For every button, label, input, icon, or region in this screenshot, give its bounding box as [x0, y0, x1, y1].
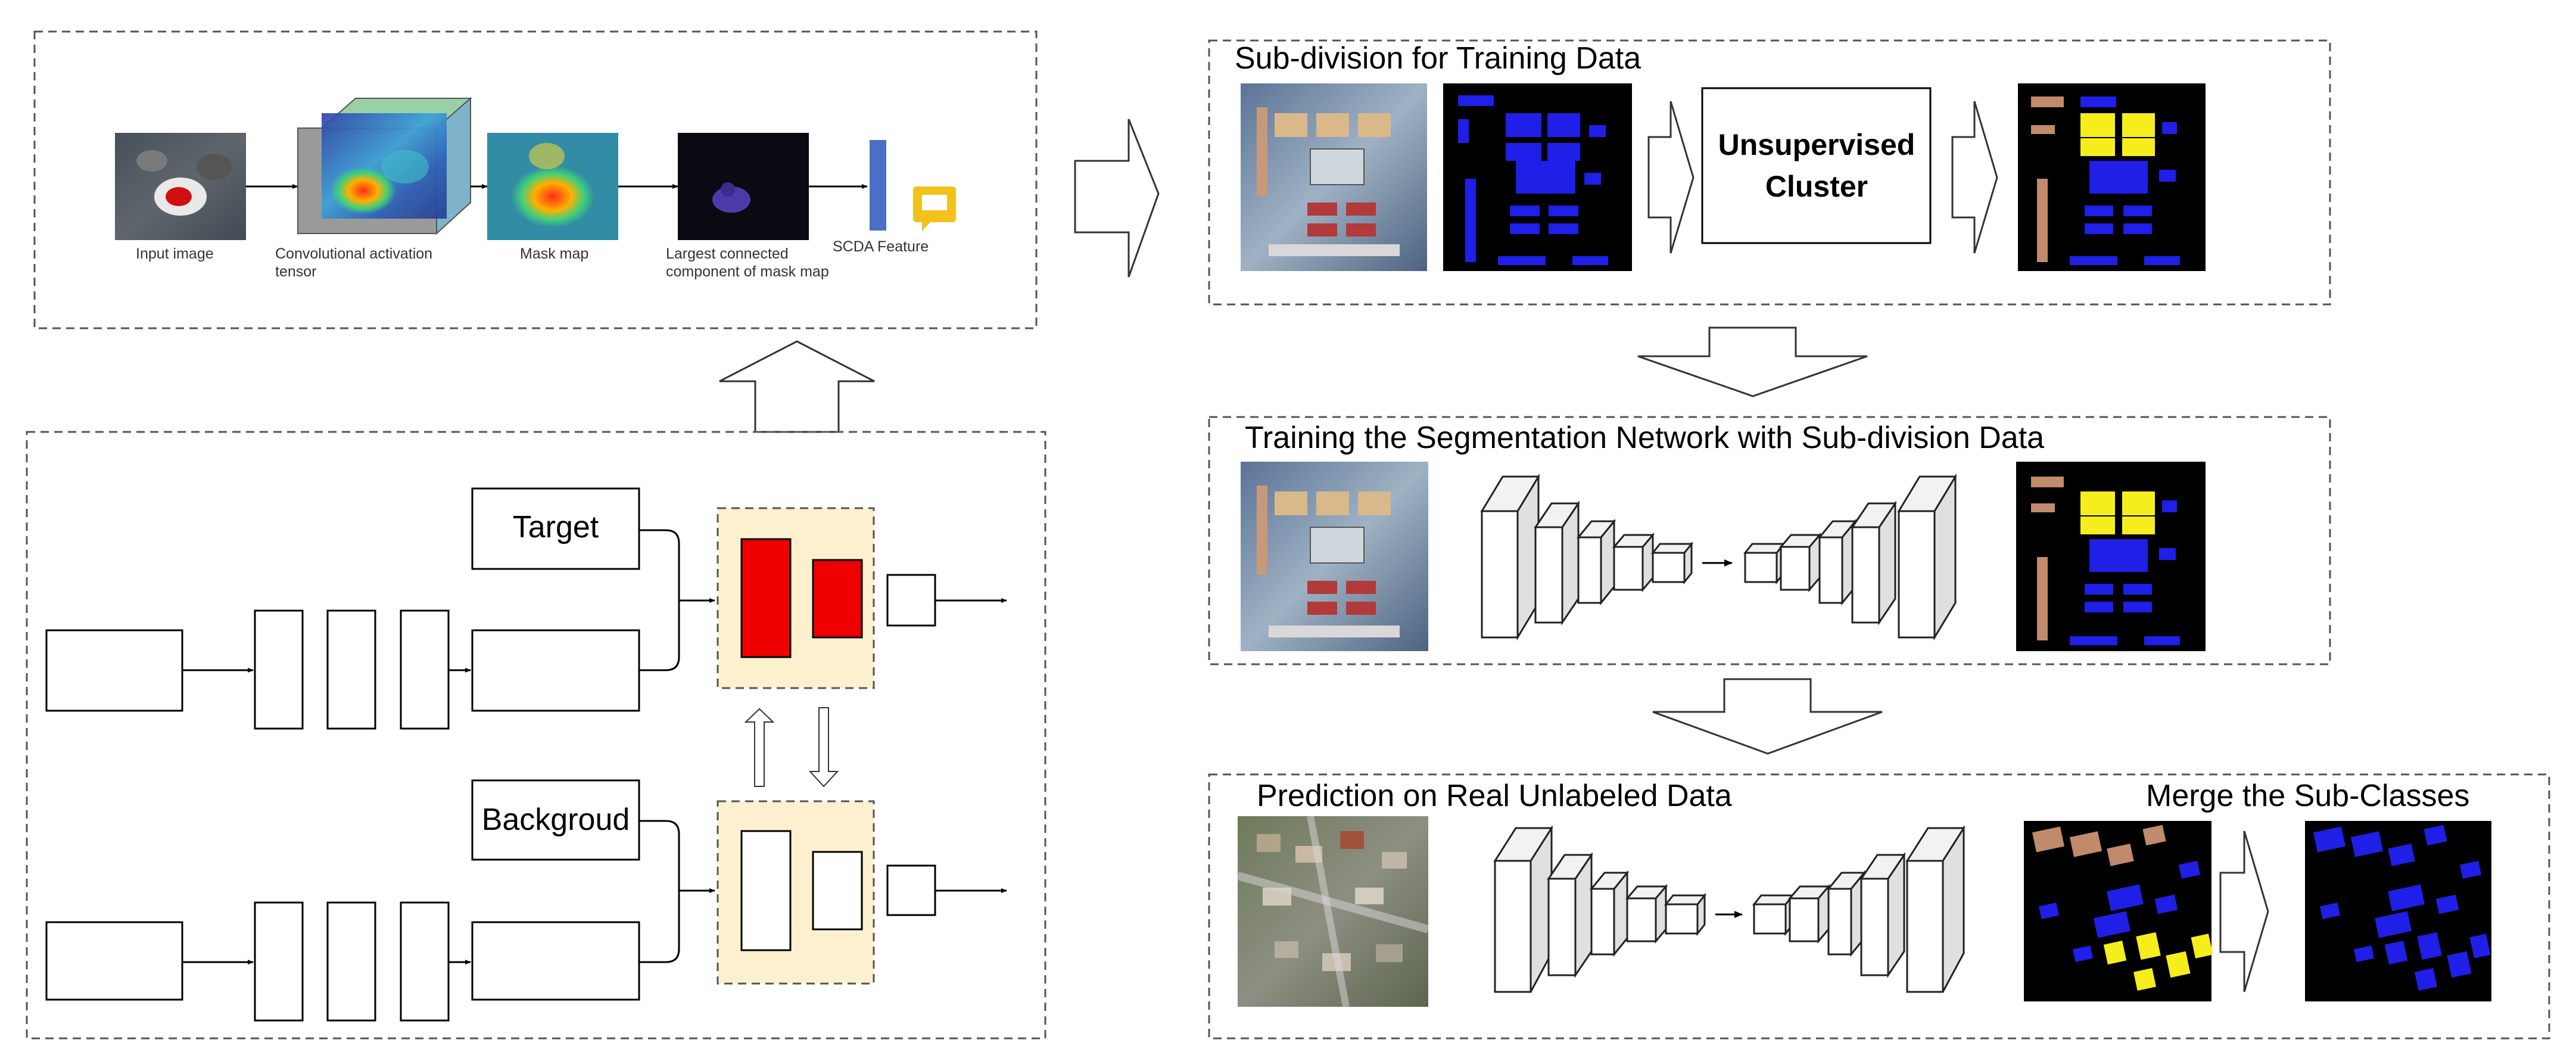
output-box-lower: [886, 864, 936, 916]
feature-box-lower: [471, 921, 640, 1001]
aerial-image-segmentation: [1241, 462, 1428, 651]
prediction-panel-border: [1208, 773, 2550, 1040]
target-box: [471, 487, 640, 570]
mask-subclass-prediction: [2024, 821, 2213, 1001]
feature-network-panel: Target Backgroud: [26, 431, 1046, 1040]
subdivision-panel: Sub-division for Training Data: [1208, 39, 2331, 306]
connected-component-image: [678, 133, 809, 240]
mask-merged-result: [2305, 821, 2491, 1001]
scda-feature-label: SCDA Feature: [833, 238, 929, 255]
activation-label-line2: tensor: [275, 263, 316, 280]
background-feature-large: [740, 830, 792, 951]
mask-training-result: [2016, 462, 2206, 651]
mask-before-cluster: [1443, 83, 1632, 271]
subdivision-title: Sub-division for Training Data: [1235, 41, 1641, 76]
prediction-network-cubes: [1493, 824, 1966, 993]
prediction-title: Prediction on Real Unlabeled Data: [1257, 779, 1732, 813]
prediction-panel: Prediction on Real Unlabeled Data Merge …: [1208, 773, 2550, 1040]
arrow-to-cluster: [1647, 101, 1695, 254]
input-box-upper: [45, 629, 183, 712]
conv-layer-upper-2: [326, 609, 376, 730]
mask-after-cluster: [2018, 83, 2206, 271]
subdivision-panel-border: [1208, 39, 2331, 306]
mask-map-label: Mask map: [520, 245, 588, 262]
cluster-label-line1: Unsupervised: [1718, 128, 1915, 161]
connected-label-line2: component of mask map: [666, 263, 829, 280]
mask-map-image: [487, 133, 618, 240]
unsupervised-cluster-box: [1701, 87, 1932, 244]
background-label: Backgroud: [482, 802, 630, 837]
thin-down-arrow: [808, 707, 839, 788]
input-image: [115, 133, 246, 240]
merge-arrow: [2219, 830, 2269, 992]
conv-layer-lower-1: [254, 901, 304, 1022]
conv-layer-upper-1: [254, 609, 304, 730]
conv-layer-lower-2: [326, 901, 376, 1022]
scda-feature-bar: [870, 140, 886, 231]
scda-panel-border: [33, 30, 1038, 329]
background-box: [471, 779, 640, 861]
conv-layer-lower-3: [400, 901, 450, 1022]
segmentation-network-cubes: [1480, 473, 1957, 641]
feature-box-upper: [471, 629, 640, 712]
target-feature-small: [812, 559, 863, 639]
aerial-image-training: [1241, 83, 1427, 271]
training-panel: Training the Segmentation Network with S…: [1208, 416, 2331, 665]
connected-label-line1: Largest connected: [666, 245, 789, 262]
down-arrow-2: [1652, 678, 1883, 755]
training-title: Training the Segmentation Network with S…: [1245, 421, 2044, 455]
arrow-from-cluster: [1951, 101, 1998, 254]
conv-layer-upper-3: [400, 609, 450, 730]
aerial-image-unlabeled: [1236, 815, 1429, 1008]
merge-title: Merge the Sub-Classes: [2146, 779, 2469, 813]
activation-label-line1: Convolutional activation: [275, 245, 432, 262]
speech-bubble-icon: [913, 186, 956, 231]
right-arrow: [1074, 119, 1160, 278]
network-panel-border: [26, 431, 1046, 1040]
up-arrow: [719, 340, 875, 433]
activation-tensor-cube: [297, 97, 472, 235]
scda-panel: Input image Convolutional activation ten…: [33, 30, 1038, 329]
output-box-upper: [886, 574, 936, 627]
thin-up-arrow: [744, 708, 775, 787]
input-image-label: Input image: [136, 245, 214, 262]
cluster-label-line2: Cluster: [1765, 170, 1868, 203]
target-label: Target: [513, 510, 599, 544]
target-feature-large: [740, 538, 792, 658]
down-arrow-1: [1637, 326, 1868, 397]
input-box-lower: [45, 921, 183, 1001]
background-feature-small: [812, 851, 863, 931]
